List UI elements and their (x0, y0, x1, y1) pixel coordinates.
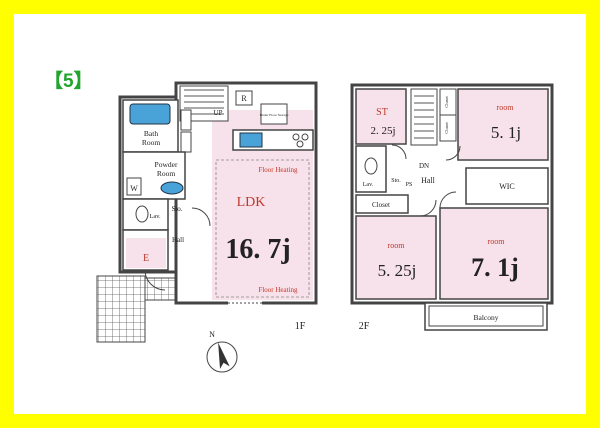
floor-heating-label-bottom: Floor Heating (258, 286, 298, 294)
toilet-2f (364, 157, 378, 175)
floor-heating-label-top: Floor Heating (258, 166, 298, 174)
powder-label-2: Room (157, 169, 176, 178)
under-floor-storage-box (260, 103, 288, 125)
compass-label: N (209, 330, 215, 339)
balcony-label: Balcony (474, 313, 499, 322)
kitchen-sink (239, 132, 263, 148)
floor2-plan (350, 83, 554, 331)
floor1-plan (96, 81, 318, 343)
toilet-1f (135, 205, 149, 223)
north-compass: N (206, 330, 238, 373)
stair-treads-1f (184, 89, 224, 115)
st-room (355, 88, 407, 145)
closet-v2 (439, 114, 457, 142)
entrance-label: E (143, 253, 149, 264)
door-swing (445, 145, 461, 161)
bath-label-1: Bath (144, 129, 158, 138)
door-swing (419, 199, 437, 217)
ps-label: PS (406, 182, 413, 188)
powder-label-1: Powder (155, 160, 178, 169)
room-se (439, 207, 549, 300)
door-swing (191, 207, 211, 227)
room-ne-label: room (497, 103, 515, 112)
lav-room-1f (122, 198, 169, 231)
refrigerator-box (235, 90, 253, 106)
closet-label: Closet (372, 201, 390, 209)
room-ne-size: 5. 1j (491, 123, 521, 142)
lav-label-2f: Lav. (363, 182, 374, 188)
shelf-2 (180, 131, 192, 153)
room-se-size: 7. 1j (471, 253, 519, 282)
plan-number-tag: 【5】 (44, 71, 93, 92)
balcony-inner (428, 305, 544, 327)
closet-h (355, 194, 409, 214)
stove-burner (301, 133, 309, 141)
shelf-1 (180, 109, 192, 131)
floor1-label: 1F (295, 321, 306, 332)
floor2-label: 2F (359, 321, 370, 332)
washer-label: W (130, 184, 138, 193)
wic-room (465, 167, 549, 205)
ldk-label: LDK (237, 195, 266, 210)
under-floor-storage-label: Under Floor Storage (260, 113, 289, 117)
up-label: UP (214, 109, 223, 117)
stair-treads-2f (414, 95, 434, 139)
entrance-floor (126, 238, 166, 268)
room-sw (355, 215, 437, 300)
door-swing (144, 269, 166, 291)
ldk-size: 16. 7j (225, 234, 290, 265)
st-size: 2. 25j (370, 125, 395, 137)
bathtub (129, 103, 171, 125)
stove-burner (296, 140, 304, 148)
wash-basin (160, 181, 184, 195)
washer-box (126, 177, 142, 196)
door-swing (439, 191, 457, 209)
refrigerator-label: R (241, 94, 247, 103)
room-sw-label: room (388, 241, 406, 250)
bath-label-2: Room (142, 138, 161, 147)
hall-label-1f: Hall (172, 236, 184, 244)
wic-label: WIC (499, 182, 515, 191)
door-swing (391, 144, 407, 160)
hall-label-2f: Hall (421, 176, 436, 185)
closet-v1-label: Closet (444, 96, 449, 108)
room-se-label: room (488, 237, 506, 246)
room-ne (457, 88, 549, 161)
closet-v2-label: Closet (444, 122, 449, 134)
dn-label: DN (419, 162, 429, 170)
sto-label-2f: Sto. (391, 178, 401, 184)
room-sw-size: 5. 25j (378, 261, 417, 280)
lav-label-1f: Lav. (149, 213, 161, 220)
porch-tiles (96, 275, 146, 343)
compass-needle-icon (218, 342, 230, 369)
st-label: ST (376, 107, 388, 118)
sto-label-1f: Sto. (171, 205, 182, 213)
stove-burner (292, 133, 300, 141)
floor-heating-area (215, 159, 310, 298)
